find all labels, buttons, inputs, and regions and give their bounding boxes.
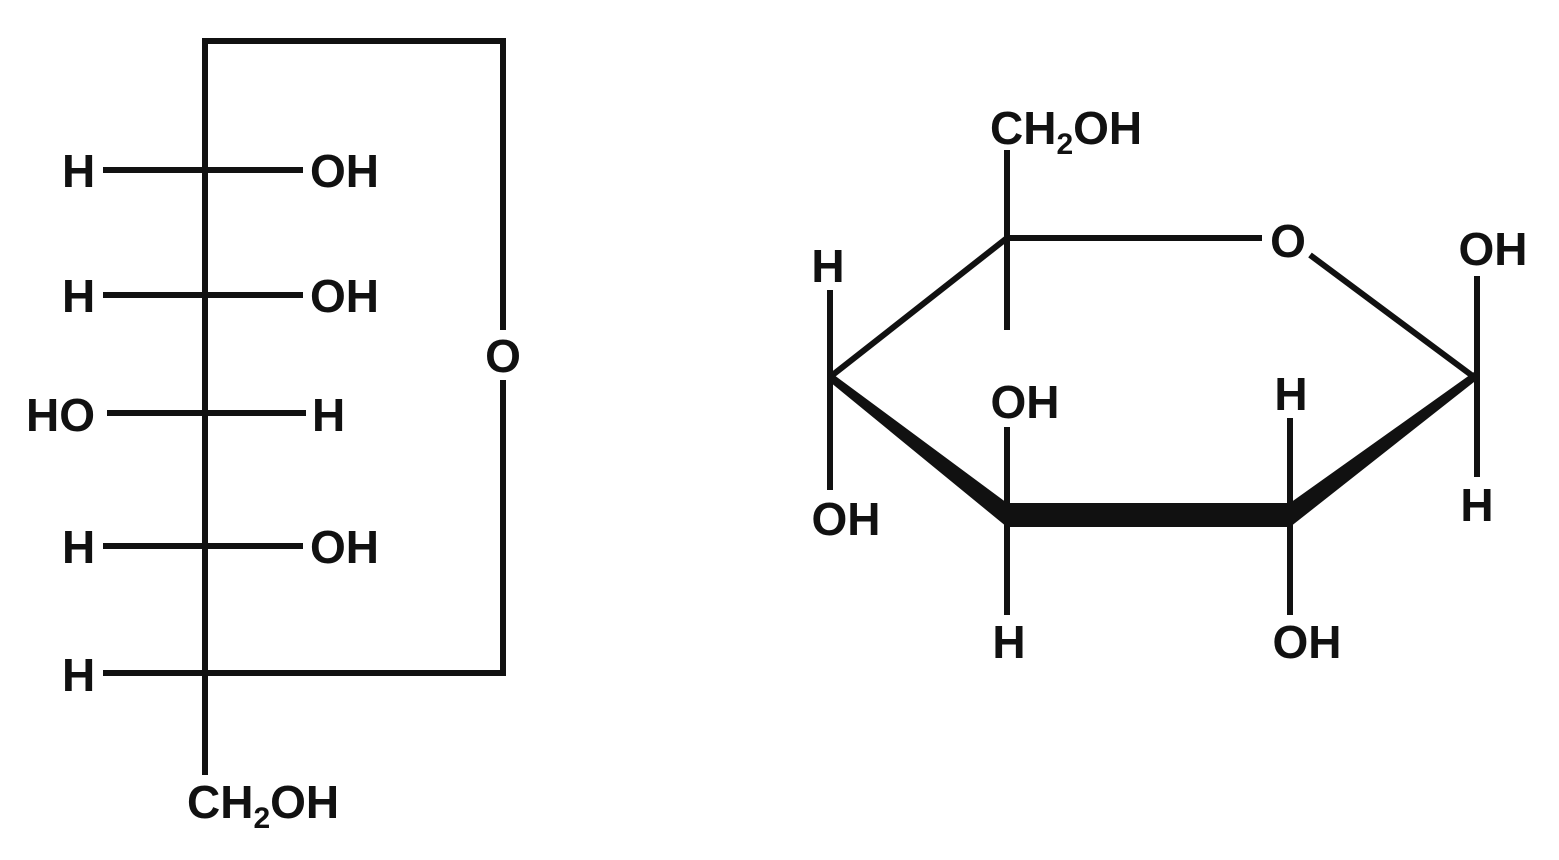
haworth-c4-down-label: OH	[812, 493, 881, 545]
haworth-ring-oxygen: O	[1270, 215, 1306, 267]
haworth-o-c1-bond	[1308, 252, 1476, 380]
haworth-c2-c1-wedge	[1290, 372, 1474, 527]
haworth-c3-c2-wedge	[1007, 503, 1290, 527]
fischer-ch2oh-oh: OH	[270, 776, 339, 828]
haworth-c3-down-label: H	[992, 616, 1025, 668]
fischer-row4-left: H	[62, 521, 95, 573]
fischer-row3-left: HO	[26, 389, 95, 441]
haworth-projection: CH2OH O OH H H OH OH H H OH	[811, 102, 1527, 668]
fischer-row1-left: H	[62, 145, 95, 197]
haworth-ch2oh-label: CH2OH	[990, 102, 1142, 161]
fischer-row4-right: OH	[310, 521, 379, 573]
haworth-ch2oh-sub: 2	[1056, 128, 1073, 161]
haworth-c2-down-label: OH	[1273, 616, 1342, 668]
haworth-c5-c4-bond	[828, 235, 1009, 380]
fischer-row3-right: H	[312, 389, 345, 441]
fischer-ring-oxygen: O	[485, 330, 521, 382]
fischer-ring-bond-upper	[202, 38, 506, 330]
haworth-c1-up-label: OH	[1459, 223, 1528, 275]
fischer-ch2oh-ch: CH	[187, 776, 253, 828]
fischer-projection: H H HO H H OH OH H OH O CH2OH	[26, 38, 521, 835]
haworth-c4-c3-wedge	[830, 372, 1007, 527]
haworth-ch2oh-oh: OH	[1073, 102, 1142, 154]
fischer-ch2oh-label: CH2OH	[187, 776, 339, 835]
haworth-ch2oh-ch: CH	[990, 102, 1056, 154]
haworth-c3-up-label: OH	[991, 376, 1060, 428]
haworth-c1-down-label: H	[1460, 479, 1493, 531]
fischer-row2-left: H	[62, 270, 95, 322]
fischer-row2-right: OH	[310, 270, 379, 322]
fischer-row5-left: H	[62, 649, 95, 701]
haworth-c4-up-label: H	[811, 240, 844, 292]
fischer-ring-bond-lower	[205, 380, 506, 676]
fischer-row1-right: OH	[310, 145, 379, 197]
haworth-c2-up-label: H	[1274, 368, 1307, 420]
fischer-ch2oh-sub: 2	[253, 802, 270, 835]
